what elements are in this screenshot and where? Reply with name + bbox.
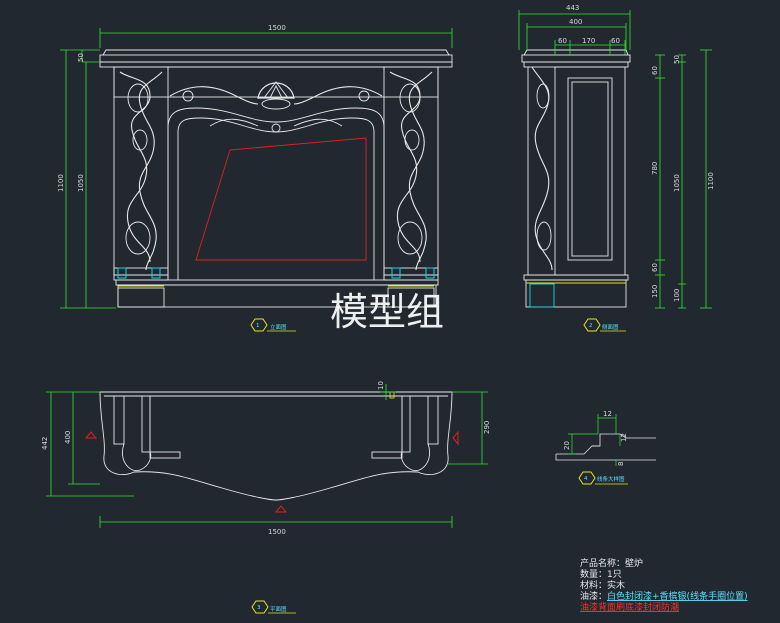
note-material: 材料：实木 [580, 579, 625, 591]
plan-markers [84, 391, 459, 513]
svg-text:1: 1 [256, 323, 260, 329]
front-dimensions [60, 28, 453, 309]
detail-dim-12b: 12 [620, 433, 628, 442]
detail-dim-20: 20 [563, 441, 571, 450]
side-dim-100: 100 [673, 289, 681, 302]
plan-view-title-marker: 3 [251, 600, 296, 614]
plan-dimensions [46, 384, 488, 528]
side-view-title-marker: 2 [583, 318, 626, 332]
side-view [521, 49, 631, 308]
svg-text:4: 4 [584, 476, 588, 482]
plan-dim-400: 400 [64, 431, 72, 444]
detail-dim-8: 8 [617, 462, 625, 466]
detail-view-title: 线条大样图 [597, 475, 625, 483]
side-dim-60-top: 60 [651, 66, 659, 75]
front-base-markers [117, 267, 435, 287]
svg-text:2: 2 [589, 323, 593, 329]
front-height-total-dim: 1100 [57, 174, 65, 192]
side-dimensions [518, 10, 712, 309]
side-dim-1050: 1050 [673, 174, 681, 192]
detail-view-title-marker: 4 [578, 471, 628, 485]
side-dim-60-bottom: 60 [651, 263, 659, 272]
side-dim-780: 780 [651, 162, 659, 175]
side-dim-400: 400 [569, 18, 582, 26]
side-dim-170: 170 [582, 37, 595, 45]
side-dim-50: 50 [673, 55, 681, 64]
note-paint: 油漆：白色封闭漆+香槟银(线条手圈位置) [580, 590, 748, 602]
note-paint-prefix: 油漆： [580, 590, 607, 602]
plan-dim-290: 290 [483, 421, 491, 434]
plan-width-dim: 1500 [268, 528, 286, 536]
svg-text:3: 3 [257, 605, 261, 611]
front-view-title: 立面图 [270, 323, 287, 331]
front-top-dim: 50 [77, 53, 85, 62]
plan-view-title: 平面图 [270, 605, 287, 613]
front-view [99, 49, 453, 308]
side-dim-443: 443 [566, 4, 579, 12]
detail-dimensions [568, 414, 621, 466]
side-dim-60a: 60 [558, 37, 567, 45]
detail-view [555, 433, 656, 461]
note-warning: 油漆背面刷底漆封闭防潮 [580, 601, 679, 613]
front-view-title-marker: 1 [250, 318, 296, 332]
plan-view [99, 391, 453, 501]
note-product-name: 产品名称：壁炉 [580, 557, 643, 569]
front-red-construction-line [195, 137, 367, 261]
plan-dim-10: 10 [377, 381, 385, 390]
detail-dim-12a: 12 [603, 410, 612, 418]
front-height-inner-dim: 1050 [77, 174, 85, 192]
side-dim-150: 150 [651, 285, 659, 298]
front-width-dim: 1500 [268, 24, 286, 32]
note-paint-value: 白色封闭漆+香槟银(线条手圈位置) [607, 590, 748, 602]
side-view-title: 侧面图 [602, 323, 619, 331]
watermark-text: 模型组 [330, 290, 444, 334]
plan-dim-442: 442 [41, 437, 49, 450]
side-dim-60b: 60 [611, 37, 620, 45]
note-quantity: 数量：1只 [580, 568, 622, 580]
side-dim-1100: 1100 [707, 172, 715, 190]
